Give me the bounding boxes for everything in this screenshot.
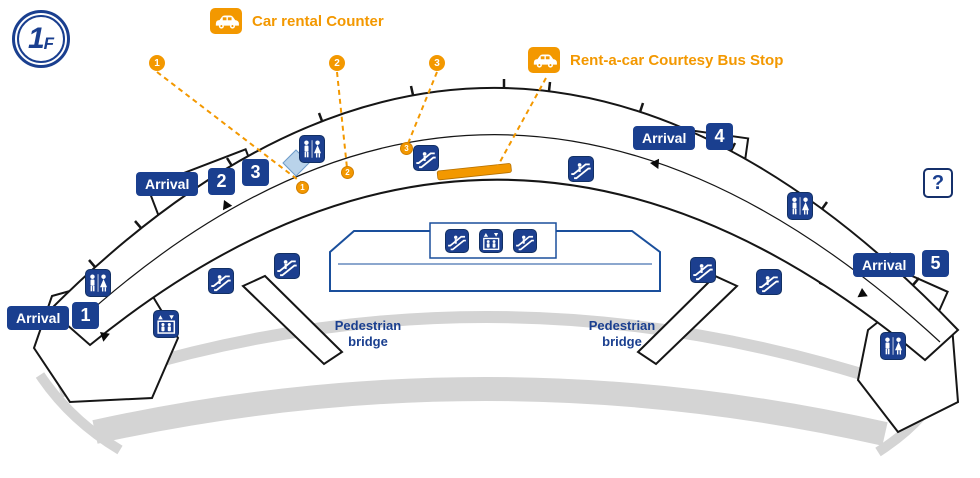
arrival-4-label: Arrival [633, 126, 696, 150]
gate-3-badge: 3 [242, 159, 269, 186]
legend-car-rental-label: Car rental Counter [252, 12, 384, 30]
counter-marker-3: 3 [429, 55, 445, 71]
escalator-icon [513, 229, 537, 253]
counter-location-1: 1 [296, 181, 309, 194]
legend-car-rental: Car rental Counter [210, 8, 384, 34]
concourse-corridor-line [74, 134, 941, 343]
gate-1-badge: 1 [72, 302, 99, 329]
main-concourse [48, 86, 960, 362]
floor-number: 1 [27, 22, 45, 55]
escalator-icon [274, 253, 300, 279]
restroom-icon [787, 192, 813, 220]
restroom-icon [299, 135, 325, 163]
leader-lines [156, 71, 547, 184]
arrival-5-label: Arrival [853, 253, 916, 277]
escalator-icon [690, 257, 716, 283]
elevator-icon [479, 229, 503, 253]
pedestrian-bridge-label-left: Pedestrian bridge [334, 318, 402, 349]
floor-badge: 1 F [12, 10, 70, 68]
car-icon [210, 8, 242, 34]
escalator-icon [568, 156, 594, 182]
pedestrian-bridge-right-structure [636, 274, 739, 366]
restroom-icon [880, 332, 906, 360]
car-icon [528, 47, 560, 73]
restroom-icon [85, 269, 111, 297]
gate-4-badge: 4 [706, 123, 733, 150]
bus-stop-marker-bar [436, 163, 512, 181]
counter-marker-2: 2 [329, 55, 345, 71]
legend-bus-stop-label: Rent-a-car Courtesy Bus Stop [570, 51, 784, 69]
pedestrian-bridge-label-right: Pedestrian bridge [588, 318, 656, 349]
pedestrian-bridge-left-structure [241, 274, 344, 366]
escalator-icon [413, 145, 439, 171]
floor-badge-ring: 1 F [17, 15, 65, 63]
counter-location-2: 2 [341, 166, 354, 179]
counter-location-3: 3 [400, 142, 413, 155]
information-glyph: ? [931, 171, 945, 194]
escalator-icon [756, 269, 782, 295]
gate-ticks [88, 79, 920, 286]
gate-5-badge: 5 [922, 250, 949, 277]
counter-marker-1: 1 [149, 55, 165, 71]
information-icon: ? [923, 168, 953, 198]
elevator-icon [153, 310, 179, 338]
escalator-icon [445, 229, 469, 253]
arrival-2-label: Arrival [136, 172, 199, 196]
floor-letter: F [43, 33, 55, 53]
escalator-icon [208, 268, 234, 294]
direction-arrows [100, 158, 868, 342]
arrival-1-label: Arrival [7, 306, 70, 330]
gate-2-badge: 2 [208, 168, 235, 195]
legend-bus-stop: Rent-a-car Courtesy Bus Stop [528, 47, 783, 73]
